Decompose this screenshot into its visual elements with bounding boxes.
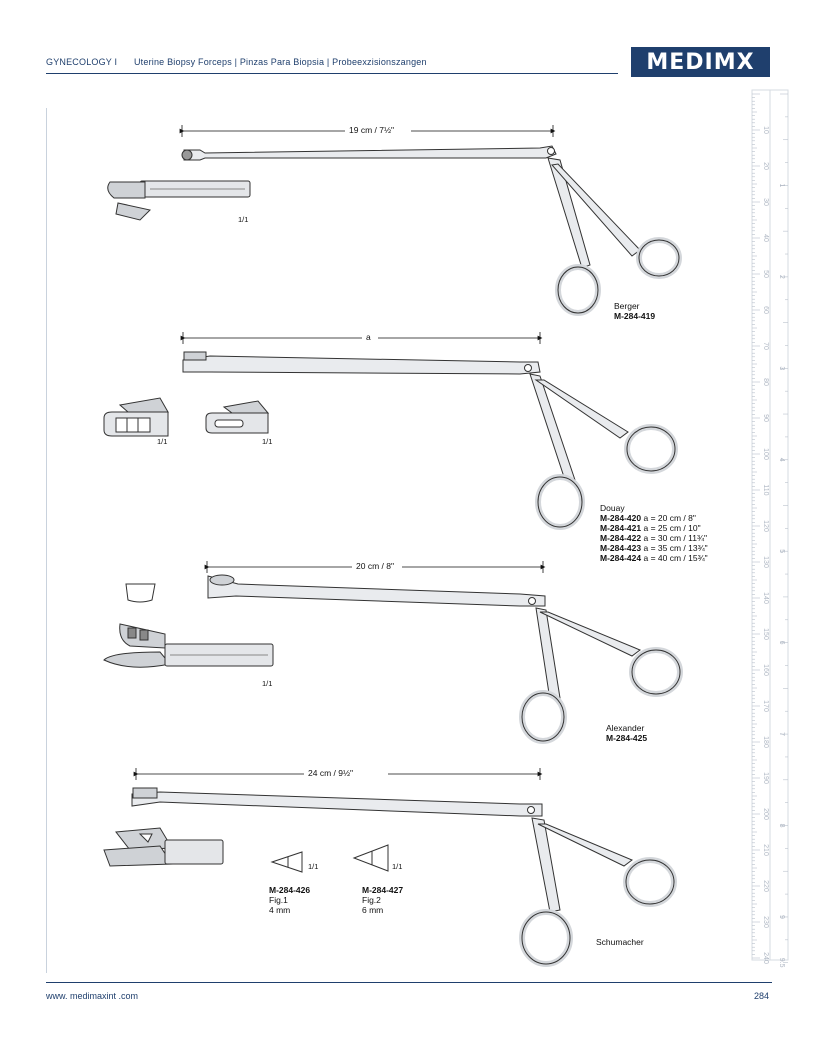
- douay-code-row: M-284-421 a = 25 cm / 10": [600, 523, 701, 533]
- douay-size: a = 25 cm / 10": [643, 523, 701, 533]
- berger-dimension-line: [179, 125, 556, 137]
- ruler-mm-label: 10: [762, 126, 769, 134]
- alexander-dimension-line: [204, 561, 546, 573]
- ruler-mm-label: 200: [762, 808, 769, 820]
- schumacher-dimension-label: 24 cm / 9½": [308, 768, 354, 778]
- schumacher-tip-fig1: [270, 851, 303, 873]
- page-header: GYNECOLOGY I Uterine Biopsy Forceps | Pi…: [46, 57, 427, 67]
- ruler-mm-label: 240: [762, 952, 769, 964]
- ruler-mm-label: 190: [762, 772, 769, 784]
- douay-code: M-284-420: [600, 513, 642, 523]
- ruler-mm-label: 40: [762, 234, 769, 242]
- ruler-mm-label: 180: [762, 736, 769, 748]
- schumacher-fig2-size: 6 mm: [362, 905, 384, 915]
- ruler-inch-label: 3: [778, 366, 785, 370]
- douay-size: a = 20 cm / 8": [643, 513, 696, 523]
- alexander-scale-label: 1/1: [262, 679, 273, 688]
- douay-dimension-label: a: [366, 332, 371, 342]
- douay-tip-detail-2: [205, 400, 270, 434]
- schumacher-fig2-scale: 1/1: [392, 862, 403, 871]
- schumacher-fig1-scale: 1/1: [308, 862, 319, 871]
- berger-name: Berger: [614, 301, 640, 311]
- footer-website: www. medimaxint .com: [46, 991, 139, 1001]
- douay-size: a = 35 cm / 13¾": [643, 543, 708, 553]
- berger-forceps-drawing: [181, 145, 682, 316]
- ruler-mm-label: 80: [762, 378, 769, 386]
- ruler-mm-label: 60: [762, 306, 769, 314]
- douay-forceps-drawing: [182, 351, 678, 530]
- douay-code-row: M-284-420 a = 20 cm / 8": [600, 513, 696, 523]
- ruler-inch-label: 4: [778, 458, 785, 462]
- alexander-tip-detail: [103, 623, 274, 668]
- schumacher-dimension-line: [133, 768, 543, 780]
- douay-code-row: M-284-424 a = 40 cm / 15¾": [600, 553, 708, 563]
- douay-code: M-284-423: [600, 543, 642, 553]
- page-number: 284: [753, 991, 769, 1001]
- ruler-mm-label: 140: [762, 592, 769, 604]
- ruler-mm-label: 110: [762, 484, 769, 495]
- page-subtitle: Uterine Biopsy Forceps | Pinzas Para Bio…: [133, 57, 427, 67]
- douay-size: a = 40 cm / 15¾": [643, 553, 708, 563]
- ruler-mm-label: 220: [762, 880, 769, 892]
- header-divider: [46, 73, 618, 74]
- ruler-inch-label: 7: [778, 732, 785, 736]
- schumacher-fig1-code: M-284-426: [269, 885, 311, 895]
- ruler-mm-label: 160: [762, 664, 769, 676]
- alexander-name: Alexander: [606, 723, 645, 733]
- ruler-mm-label: 230: [762, 916, 769, 928]
- ruler-mm-label: 20: [762, 162, 769, 170]
- ruler-inch-label: 1: [778, 183, 785, 187]
- ruler-mm-label: 30: [762, 198, 769, 206]
- alexander-forceps-drawing: [207, 574, 683, 744]
- ruler-mm-label: 170: [762, 700, 769, 712]
- douay-code-row: M-284-423 a = 35 cm / 13¾": [600, 543, 708, 553]
- ruler-mm-label: 210: [762, 844, 769, 856]
- alexander-dimension-label: 20 cm / 8": [356, 561, 394, 571]
- schumacher-name: Schumacher: [596, 937, 644, 947]
- douay-scale-label-2: 1/1: [262, 437, 273, 446]
- ruler-inch-label: 5: [778, 549, 785, 553]
- ruler-inch-label: 9.5: [778, 958, 785, 968]
- berger-tip-detail: [107, 180, 251, 221]
- brand-logo: MEDIMX: [631, 47, 770, 77]
- ruler-mm-label: 70: [762, 342, 769, 350]
- douay-code-row: M-284-422 a = 30 cm / 11¾": [600, 533, 707, 543]
- berger-scale-label: 1/1: [238, 215, 249, 224]
- alexander-code: M-284-425: [606, 733, 648, 743]
- ruler-mm-label: 50: [762, 270, 769, 278]
- content-border: [46, 108, 47, 973]
- ruler-inch-label: 8: [778, 824, 785, 828]
- douay-scale-label-1: 1/1: [157, 437, 168, 446]
- berger-dimension-label: 19 cm / 7½": [349, 125, 395, 135]
- berger-code: M-284-419: [614, 311, 656, 321]
- douay-dimension-line: [180, 332, 543, 344]
- ruler-mm-label: 90: [762, 414, 769, 422]
- alexander-blade-shape: [125, 583, 156, 603]
- schumacher-tip-fig2: [352, 844, 389, 872]
- douay-name: Douay: [600, 503, 625, 513]
- schumacher-forceps-drawing: [131, 787, 677, 967]
- ruler-inch-label: 9: [778, 915, 785, 919]
- schumacher-fig2-code: M-284-427: [362, 885, 404, 895]
- schumacher-tip-detail: [103, 827, 224, 867]
- douay-code: M-284-422: [600, 533, 642, 543]
- douay-size: a = 30 cm / 11¾": [643, 533, 708, 543]
- footer-divider: [46, 982, 772, 983]
- ruler-mm-label: 150: [762, 628, 769, 640]
- douay-tip-detail-1: [103, 397, 169, 437]
- douay-code: M-284-421: [600, 523, 642, 533]
- ruler-inch-label: 6: [778, 641, 785, 645]
- schumacher-fig1-label: Fig.1: [269, 895, 288, 905]
- ruler-mm-label: 120: [762, 520, 769, 532]
- ruler-mm-label: 130: [762, 556, 769, 568]
- ruler-inch-label: 2: [778, 275, 785, 279]
- douay-code: M-284-424: [600, 553, 642, 563]
- section-label: GYNECOLOGY I: [46, 57, 118, 67]
- schumacher-fig2-label: Fig.2: [362, 895, 381, 905]
- measurement-ruler: 10 20 30 40 50 60 70 80 90 100 110 120 130 140 150 160 1…: [751, 89, 789, 968]
- ruler-mm-label: 100: [762, 448, 769, 460]
- schumacher-fig1-size: 4 mm: [269, 905, 291, 915]
